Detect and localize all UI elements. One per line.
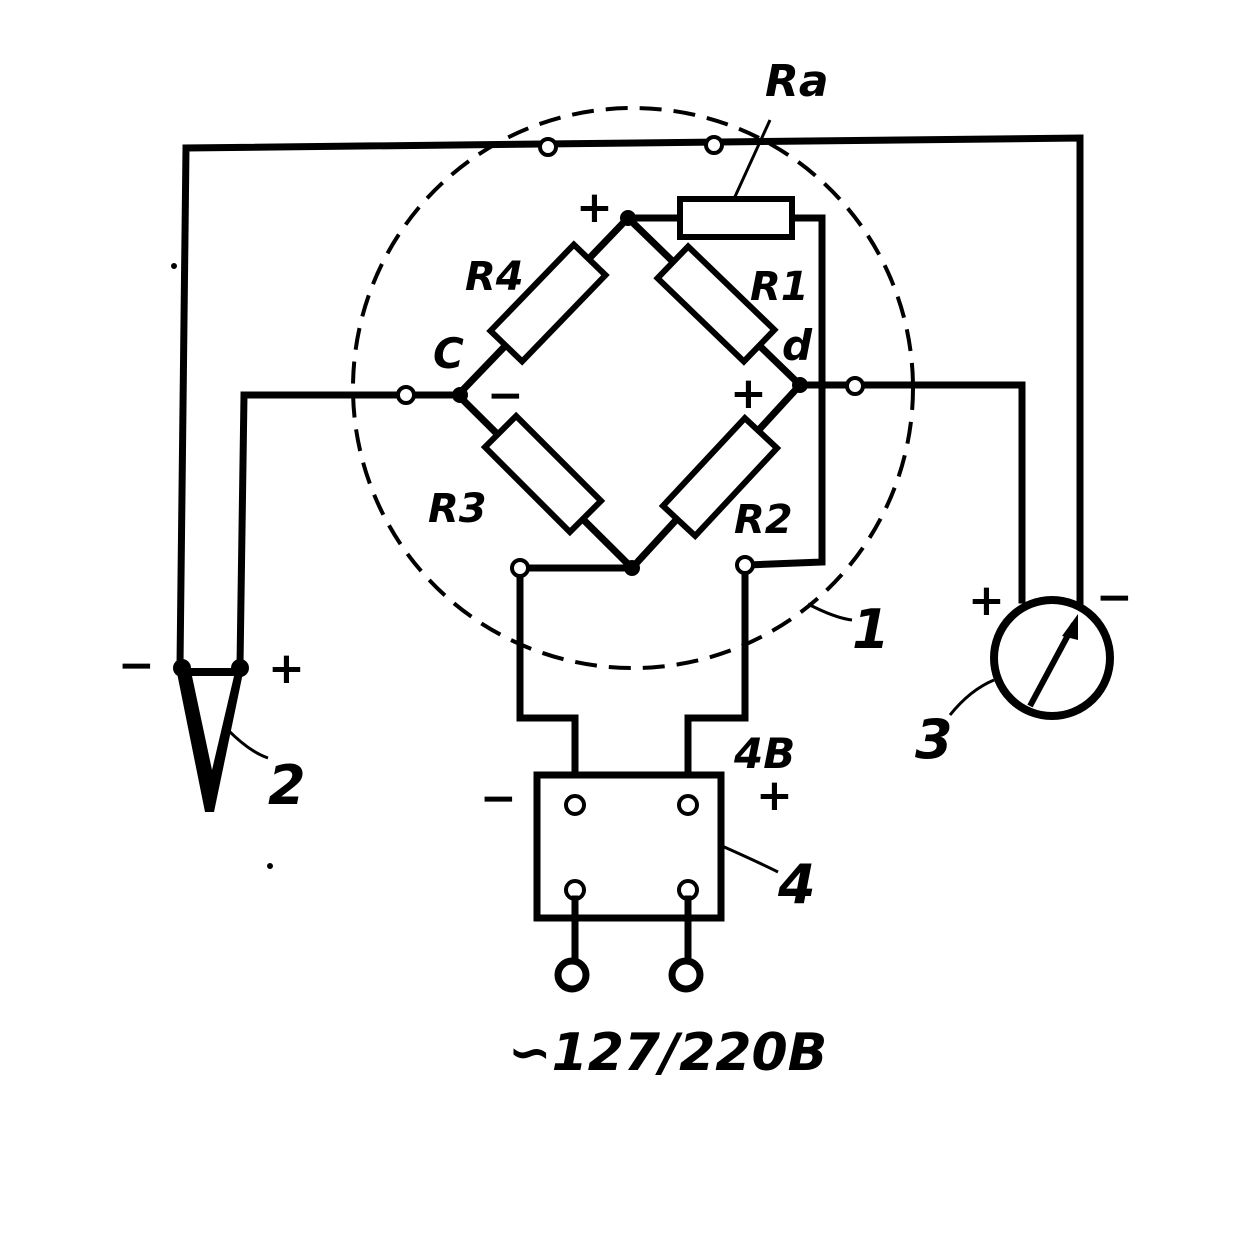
mains-plug-right: [668, 957, 704, 993]
label-node-c: C: [433, 329, 464, 378]
resistor-r2: [658, 413, 782, 541]
node-c: [452, 387, 468, 403]
meter-arrow-icon: [1062, 614, 1078, 640]
terminal-bottom-right: [735, 555, 755, 575]
label-mains-voltage: ∽127/220В: [508, 1023, 827, 1083]
label-r4: R4: [465, 254, 524, 300]
label-node-d: d: [782, 321, 813, 370]
leader-ra: [731, 119, 772, 202]
sign-meter-minus: −: [1096, 572, 1133, 623]
supply-terminal-plus: [677, 794, 699, 816]
mains-plug-left: [554, 957, 590, 993]
wire-supply-plus: [684, 561, 749, 804]
sign-c-minus: −: [487, 370, 524, 421]
label-ref-1: 1: [852, 598, 890, 661]
thermocouple-plus-junction: [231, 659, 249, 677]
terminal-top-right: [704, 135, 724, 155]
sign-d-plus: +: [730, 368, 767, 419]
speck: [267, 863, 273, 869]
meter-needle: [1027, 622, 1077, 708]
resistor-r4: [486, 240, 610, 366]
wire-top-loop: [176, 134, 1084, 669]
node-top: [620, 210, 636, 226]
wire-supply-minus: [516, 564, 636, 804]
terminal-top-left: [538, 137, 558, 157]
terminal-right: [845, 376, 865, 396]
label-ra: Rа: [765, 56, 829, 107]
label-r2: R2: [734, 497, 793, 543]
leader-3: [948, 678, 995, 716]
thermocouple-minus-junction: [173, 659, 191, 677]
speck: [171, 263, 177, 269]
label-r1: R1: [750, 264, 809, 310]
node-bottom: [624, 560, 640, 576]
label-ref-3: 3: [915, 708, 953, 771]
terminal-bottom-left: [510, 558, 530, 578]
sign-supply-plus: +: [756, 770, 793, 821]
leader-2: [226, 728, 269, 760]
node-d: [792, 377, 808, 393]
terminal-left: [396, 385, 416, 405]
label-ref-4: 4: [777, 853, 816, 916]
leader-1: [807, 602, 853, 622]
meter: [990, 596, 1114, 720]
label-supply-voltage: 4В: [733, 729, 795, 778]
leader-4: [721, 844, 779, 874]
sign-supply-minus: −: [480, 773, 517, 824]
resistor-ra: [677, 196, 795, 240]
label-ref-2: 2: [268, 754, 306, 817]
resistor-r1: [653, 242, 779, 366]
sign-thermocouple-plus: +: [268, 643, 305, 694]
thermocouple-gap: [192, 676, 234, 770]
sign-meter-plus: +: [968, 575, 1005, 626]
wire-meter-plus: [796, 381, 1026, 604]
sign-thermocouple-minus: −: [118, 640, 155, 691]
wire-thermocouple-plus: [236, 391, 466, 669]
supply-terminal-minus: [564, 794, 586, 816]
wire-ra-return: [744, 214, 826, 569]
label-r3: R3: [428, 486, 487, 532]
sign-top-plus: +: [576, 182, 613, 233]
resistor-r3: [480, 411, 606, 537]
